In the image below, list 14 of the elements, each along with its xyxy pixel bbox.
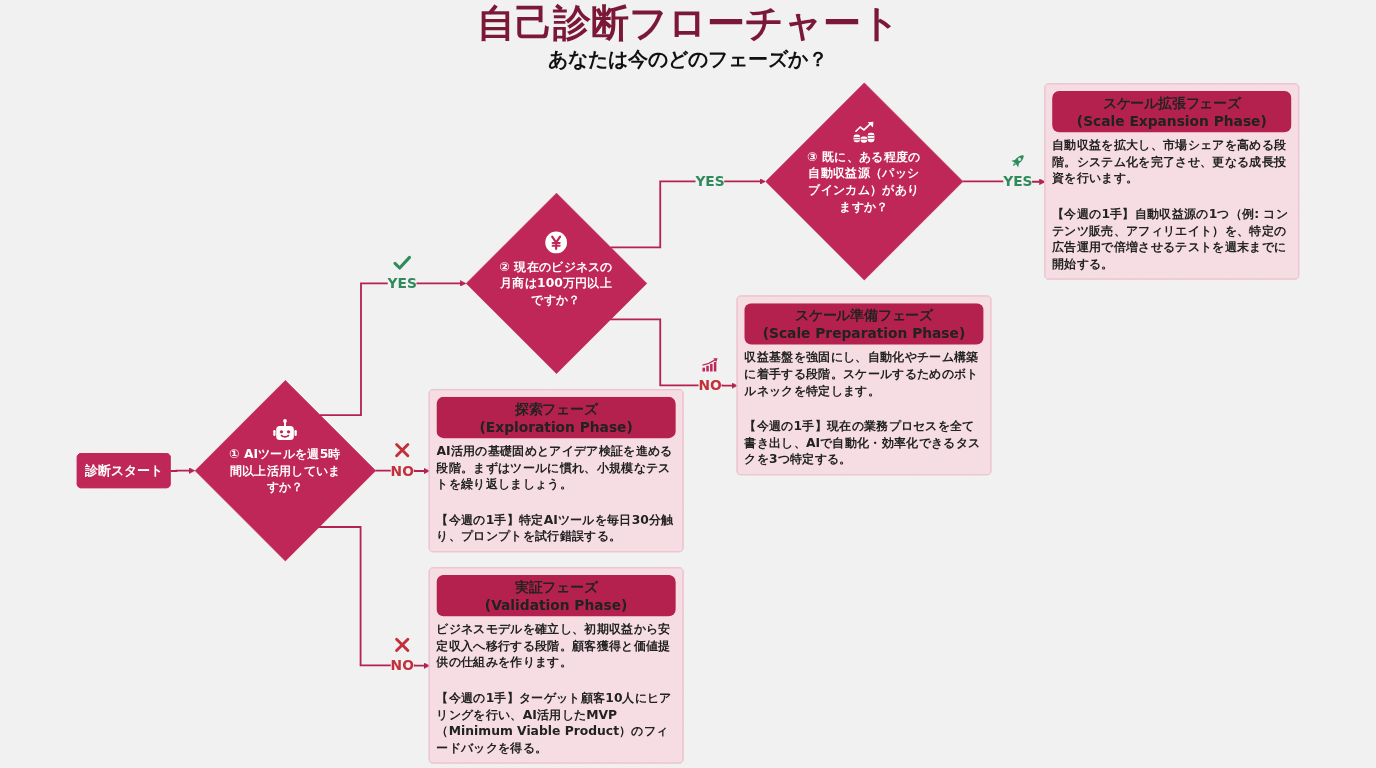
arrow <box>609 318 738 389</box>
title: 自己診断フローチャート <box>476 2 900 46</box>
edge-label: YES <box>1003 173 1033 190</box>
node-diamond: ① AIツールを週5時間以上活用していますか？ <box>194 380 376 562</box>
edge-label: YES <box>387 275 417 292</box>
arrow <box>169 467 196 474</box>
edge-label: NO <box>390 462 414 479</box>
edge-label: NO <box>698 377 722 394</box>
edge-label: YES <box>695 173 725 190</box>
node-diamond: ② 現在のビジネスの月商は100万円以上ですか？ <box>465 192 648 374</box>
arrow <box>318 526 430 669</box>
edge-label: NO <box>390 657 414 674</box>
subtitle: あなたは今のどのフェーズか？ <box>548 45 828 72</box>
node-diamond: ③ 既に、ある程度の自動収益源（パッシブインカム）がありますか？ <box>765 82 964 281</box>
